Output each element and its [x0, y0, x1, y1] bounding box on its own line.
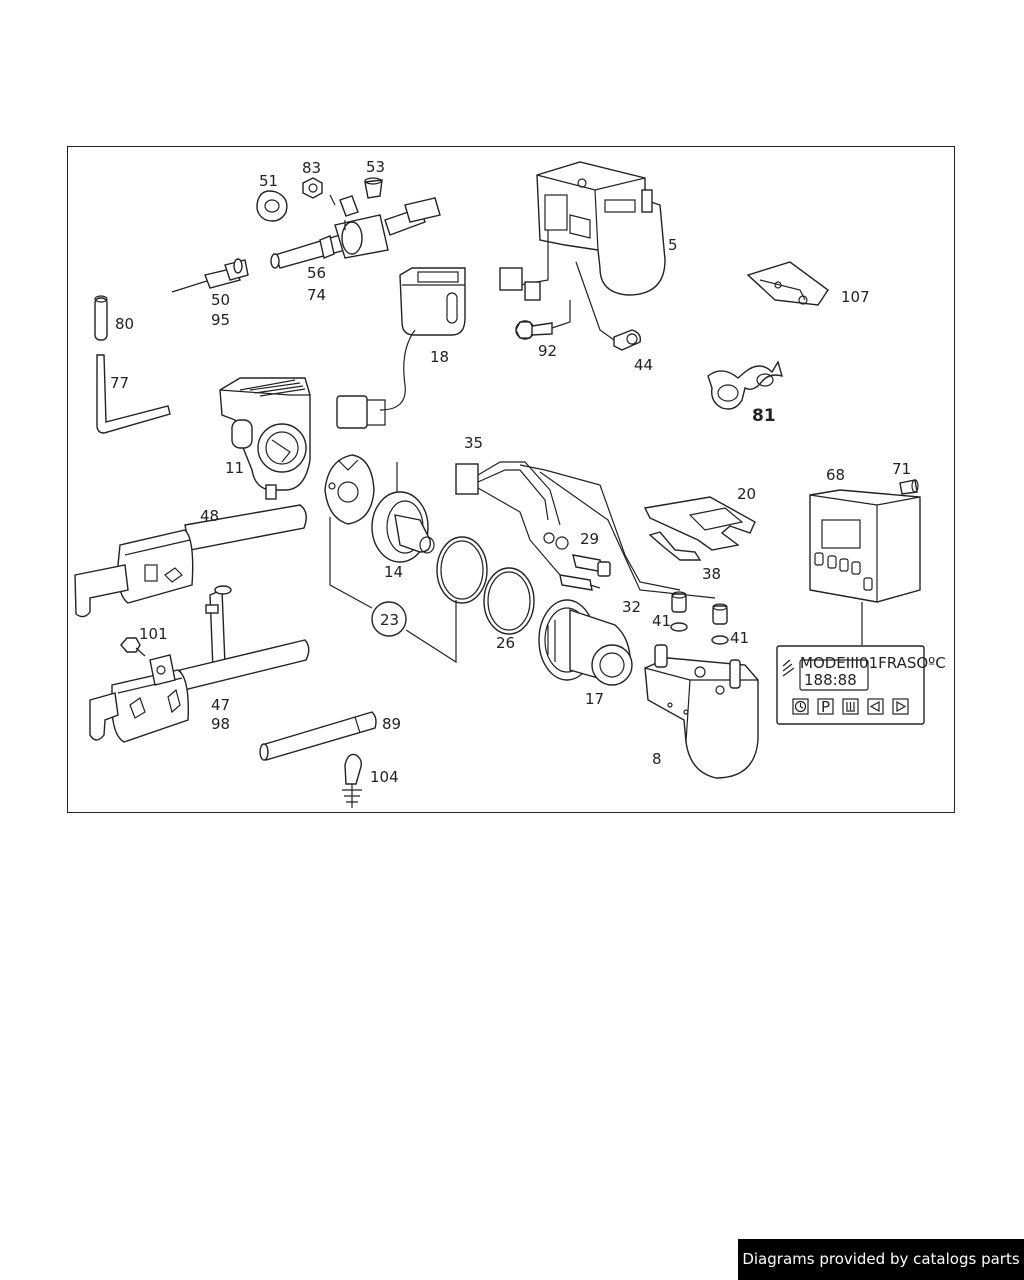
callout-14: 14 — [384, 563, 403, 581]
part-104-clip[interactable] — [342, 753, 363, 808]
p-button-label: P — [821, 698, 830, 716]
part-50-sensor[interactable] — [171, 258, 249, 293]
part-41-screw-2[interactable] — [711, 603, 729, 645]
callout-44: 44 — [634, 356, 653, 374]
part-101-screw[interactable] — [120, 637, 146, 657]
callout-89: 89 — [382, 715, 401, 733]
p-button[interactable]: P — [817, 698, 834, 716]
part-41-screw[interactable] — [670, 591, 688, 632]
part-68-timer[interactable] — [809, 489, 921, 645]
part-107-bracket[interactable] — [746, 261, 829, 306]
callout-51: 51 — [259, 172, 278, 190]
callout-38: 38 — [702, 565, 721, 583]
callout-32: 32 — [622, 598, 641, 616]
heat-button[interactable] — [842, 698, 859, 715]
callout-98: 98 — [211, 715, 230, 733]
part-56-fuel-pump[interactable] — [270, 194, 441, 269]
callout-92: 92 — [538, 342, 557, 360]
part-47-silencer[interactable] — [89, 585, 310, 743]
part-8-housing[interactable] — [644, 644, 759, 779]
callout-47: 47 — [211, 696, 230, 714]
part-53-cap[interactable] — [364, 177, 383, 199]
callout-41a: 41 — [652, 612, 671, 630]
part-51-clip[interactable] — [256, 190, 288, 222]
display-header: MODEIII01FRASOºC — [800, 654, 946, 672]
part-17-burner[interactable] — [538, 599, 633, 686]
callout-74: 74 — [307, 286, 326, 304]
callout-48: 48 — [200, 507, 219, 525]
callout-81: 81 — [752, 406, 776, 426]
part-89-hose[interactable] — [259, 711, 377, 761]
part-26-seal-ring[interactable] — [483, 567, 535, 635]
part-83-nut[interactable] — [302, 177, 323, 199]
part-32-sensor[interactable] — [559, 574, 601, 591]
credit-banner: Diagrams provided by catalogs parts — [738, 1239, 1024, 1280]
callout-80: 80 — [115, 315, 134, 333]
callout-20: 20 — [737, 485, 756, 503]
callout-71: 71 — [892, 460, 911, 478]
callout-11: 11 — [225, 459, 244, 477]
callout-77: 77 — [110, 374, 129, 392]
part-23-seal-ring[interactable] — [436, 536, 488, 604]
part-92-screw[interactable] — [515, 300, 571, 340]
part-29-sensor[interactable] — [572, 554, 611, 577]
timer-button[interactable] — [792, 698, 809, 715]
callout-50: 50 — [211, 291, 230, 309]
callout-8: 8 — [652, 750, 662, 768]
part-71-bulb[interactable] — [899, 479, 919, 495]
part-44-clamp[interactable] — [575, 261, 642, 351]
part-38-strap[interactable] — [648, 531, 702, 561]
part-5-heater-unit[interactable] — [499, 161, 666, 301]
callout-101: 101 — [139, 625, 168, 643]
display-panel: MODEIII01FRASOºC 188:88 P — [776, 645, 946, 725]
part-80-tube[interactable] — [94, 295, 108, 341]
callout-labels: 5 8 11 14 17 18 20 23 26 29 32 35 38 41 … — [110, 158, 911, 786]
callout-26: 26 — [496, 634, 515, 652]
part-23-gasket[interactable] — [324, 454, 375, 525]
part-11-blower[interactable] — [219, 377, 311, 500]
callout-68: 68 — [826, 466, 845, 484]
callout-5: 5 — [668, 236, 678, 254]
callout-104: 104 — [370, 768, 399, 786]
part-20-cover-plate[interactable] — [643, 496, 756, 551]
callout-56: 56 — [307, 264, 326, 282]
part-23-callout-leaders — [329, 517, 457, 664]
right-button[interactable] — [892, 698, 909, 715]
diagram-frame — [67, 146, 955, 813]
part-18-control-unit[interactable] — [336, 267, 466, 429]
callout-18: 18 — [430, 348, 449, 366]
part-81-clip[interactable] — [707, 360, 784, 410]
part-48-silencer[interactable] — [74, 504, 307, 618]
callout-29: 29 — [580, 530, 599, 548]
callout-83: 83 — [302, 159, 321, 177]
callout-95: 95 — [211, 311, 230, 329]
part-77-hex-key[interactable] — [96, 354, 171, 434]
display-readout: 188:88 — [804, 671, 857, 689]
callout-17: 17 — [585, 690, 604, 708]
callout-35: 35 — [464, 434, 483, 452]
left-button[interactable] — [867, 698, 884, 715]
callout-53: 53 — [366, 158, 385, 176]
callout-41b: 41 — [730, 629, 749, 647]
part-14-glow-plug[interactable] — [371, 462, 435, 563]
callout-23: 23 — [380, 611, 399, 629]
callout-107: 107 — [841, 288, 870, 306]
